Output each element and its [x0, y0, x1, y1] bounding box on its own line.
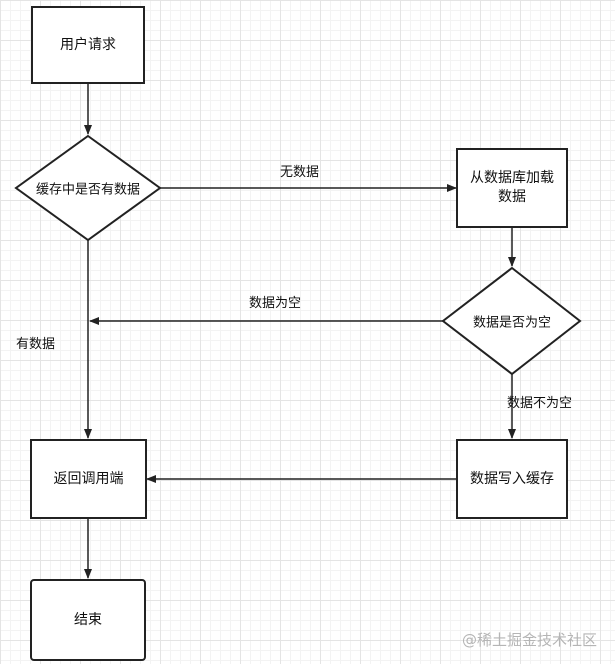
node-user-request: 用户请求: [31, 6, 145, 84]
edge-label-no-data: 无数据: [280, 165, 320, 180]
node-end: 结束: [30, 579, 146, 661]
node-load-from-db: 从数据库加载 数据: [456, 148, 568, 228]
watermark: @稀土掘金技术社区: [461, 631, 597, 649]
node-data-empty-check-label: 数据是否为空: [472, 315, 552, 331]
node-cache-check-label: 缓存中是否有数据: [35, 182, 141, 198]
edge-label-data-not-empty: 数据不为空: [507, 396, 573, 411]
edge-label-data-empty: 数据为空: [249, 296, 302, 311]
node-write-to-cache: 数据写入缓存: [456, 439, 568, 519]
edge-label-has-data: 有数据: [16, 337, 56, 352]
node-return-to-caller: 返回调用端: [30, 439, 147, 519]
